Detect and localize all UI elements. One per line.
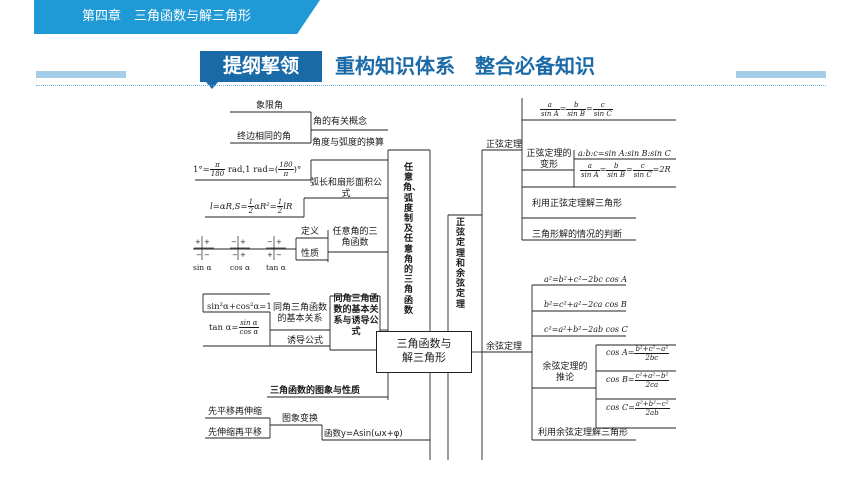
sign-diagrams: ++−− −+−+ −++− xyxy=(194,236,286,260)
use-cos-node: 利用余弦定理解三角形 xyxy=(538,428,629,438)
pythag-formula: sin²α+cos²α=1 xyxy=(207,302,272,312)
scale-first-node: 先伸缩再平移 xyxy=(208,428,263,438)
concept-node: 角的有关概念 xyxy=(313,117,368,127)
graph-node: 三角函数的图象与性质 xyxy=(270,386,361,396)
svg-text:−: − xyxy=(231,238,237,246)
svg-text:+: + xyxy=(240,238,246,246)
translate-first-node: 先平移再伸缩 xyxy=(208,407,263,417)
left-vertical-heading: 任意角、弧度制及任意角的三角函数 xyxy=(403,163,422,316)
property-node: 性质 xyxy=(301,249,320,259)
basic-relation-node: 同角三角函数的基本关系 xyxy=(272,303,327,324)
banner-right-rule xyxy=(736,71,826,78)
svg-text:+: + xyxy=(267,251,273,259)
svg-text:+: + xyxy=(276,238,282,246)
svg-text:−: − xyxy=(276,251,282,259)
svg-text:+: + xyxy=(204,238,210,246)
center-line1: 三角函数与 xyxy=(396,337,452,350)
cos-label: cos α xyxy=(230,263,251,272)
banner-left-rule xyxy=(36,71,126,78)
b2-formula: b²=c²+a²−2ca cos B xyxy=(544,300,627,309)
right-vertical-heading: 正弦定理和余弦定理 xyxy=(455,218,465,310)
formula-group-node: 同角三角函数的基本关系与诱导公式 xyxy=(333,294,379,337)
induction-node: 诱导公式 xyxy=(287,336,324,346)
cos-law-node: 余弦定理 xyxy=(486,342,523,352)
trig-def-node: 任意角的三角函数 xyxy=(332,227,378,248)
func-node: 函数y=Asin(ωx+φ) xyxy=(324,429,403,439)
svg-text:+: + xyxy=(195,238,201,246)
sin-label: sin α xyxy=(193,263,212,272)
banner-dotted-rule xyxy=(36,85,826,86)
ratio-formula: a:b:c=sin A:sin B:sin C xyxy=(578,149,671,158)
radian-node: 角度与弧度的换算 xyxy=(312,138,385,148)
svg-text:−: − xyxy=(196,251,202,259)
sine-law-node: 正弦定理 xyxy=(486,140,523,150)
coterminal-node: 终边相同的角 xyxy=(237,132,292,142)
banner-label xyxy=(200,51,322,82)
corollary-node: 余弦定理的推论 xyxy=(542,362,588,383)
svg-text:−: − xyxy=(204,251,210,259)
header-bar xyxy=(34,0,320,34)
tan-label: tan α xyxy=(266,263,286,272)
a2-formula: a²=b²+c²−2bc cos A xyxy=(544,275,628,284)
banner-label-text: 提纲挈领 xyxy=(222,55,299,77)
chapter-title: 第四章 三角函数与解三角形 xyxy=(82,9,252,24)
use-sine-node: 利用正弦定理解三角形 xyxy=(532,199,623,209)
svg-text:−: − xyxy=(232,251,238,259)
center-line2: 解三角形 xyxy=(402,351,446,364)
svg-text:−: − xyxy=(267,238,273,246)
c2-formula: c²=a²+b²−2ab cos C xyxy=(544,325,628,334)
svg-text:+: + xyxy=(240,251,246,259)
judge-node: 三角形解的情况的判断 xyxy=(532,230,623,240)
tan-relation-label: tan α= xyxy=(209,323,239,333)
banner-title: 重构知识体系 整合必备知识 xyxy=(335,54,595,78)
arc-node: 弧长和扇形面积公式 xyxy=(309,178,382,199)
quadrant-node: 象限角 xyxy=(256,101,284,111)
definition-node: 定义 xyxy=(301,227,320,237)
center-node xyxy=(376,331,472,373)
transform-node: 图象变换 xyxy=(282,414,319,424)
sine-variant-node: 正弦定理的变形 xyxy=(526,149,572,170)
